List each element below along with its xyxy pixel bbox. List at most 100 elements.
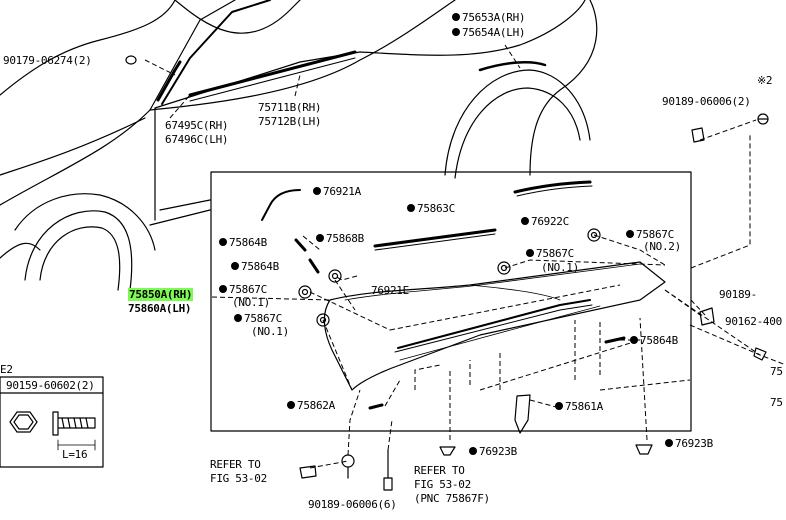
label-75654[interactable]: 75654A(LH) (452, 26, 526, 39)
label-75864B-3[interactable]: 75864B (630, 335, 678, 347)
label-75867C-no1-right[interactable]: 75867C (526, 248, 574, 260)
callout-dot (219, 238, 227, 246)
part-75863C (373, 228, 497, 248)
label-text: 75862A (297, 399, 335, 412)
arch-moulding (478, 61, 547, 72)
label-75864B-2[interactable]: 75864B (231, 261, 279, 273)
inset-box (0, 376, 104, 468)
label-text: 75867C (636, 228, 674, 241)
callout-dot (407, 204, 415, 212)
car-sill-line (149, 209, 211, 226)
car-hood-line (0, 109, 151, 206)
label-76923B-2[interactable]: 76923B (665, 438, 713, 450)
label-75864B-1[interactable]: 75864B (219, 237, 267, 249)
car-front-wheel-inner (39, 226, 121, 291)
label-75867C-left1[interactable]: 75867C (219, 284, 267, 296)
label-90179[interactable]: 90179-06274(2) (3, 54, 92, 67)
label-text: 75654A(LH) (462, 26, 526, 39)
part-75864B-2 (308, 258, 320, 274)
label-text: 75863C (417, 202, 455, 215)
label-90189-right[interactable]: 90189- (719, 288, 757, 301)
label-refer1-b[interactable]: FIG 53-02 (210, 472, 267, 485)
label-text: 75864B (241, 260, 279, 273)
label-75861A[interactable]: 75861A (555, 401, 603, 413)
label-mark2: ※2 (757, 74, 773, 87)
label-75-r1[interactable]: 75 (770, 365, 783, 378)
car-rear-wheel-arch-inner (454, 87, 581, 179)
car-rear-wheel-arch (444, 69, 591, 176)
label-75850A[interactable]: 75850A(RH) (128, 288, 194, 301)
label-refer1-a: REFER TO (210, 458, 261, 471)
callout-dot (626, 230, 634, 238)
car-upper-line2 (0, 0, 176, 96)
label-75863C[interactable]: 75863C (407, 203, 455, 215)
pillar-trim (156, 60, 182, 102)
detail-box (210, 171, 692, 432)
label-refer2-a: REFER TO (414, 464, 465, 477)
car-rear-side (359, 0, 586, 56)
callout-dot (313, 187, 321, 195)
label-76921A[interactable]: 76921A (313, 186, 361, 198)
rocker-moulding (323, 261, 666, 391)
label-75653[interactable]: 75653A(RH) (452, 11, 526, 24)
label-90189-top[interactable]: 90189-06006(2) (662, 95, 751, 108)
car-a-pillar (149, 0, 236, 111)
label-refer2-c: (PNC 75867F) (414, 492, 490, 505)
label-text: 76922C (531, 215, 569, 228)
label-67496[interactable]: 67496C(LH) (165, 133, 229, 146)
label-text: 75653A(RH) (462, 11, 526, 24)
label-text: 76923B (479, 445, 517, 458)
callout-dot (231, 262, 239, 270)
callout-dot (316, 234, 324, 242)
label-90189-bottom[interactable]: 90189-06006(6) (308, 498, 397, 511)
part-76921A (261, 189, 301, 221)
car-lower-body (0, 242, 41, 259)
label-75862A[interactable]: 75862A (287, 400, 335, 412)
label-67495[interactable]: 67495C(RH) (165, 119, 229, 132)
label-l16: L=16 (62, 448, 88, 461)
callout-dot (219, 285, 227, 293)
label-75867C-left2[interactable]: 75867C (234, 313, 282, 325)
label-text: 75864B (640, 334, 678, 347)
car-front-wheel-arch (14, 193, 156, 251)
label-text: 75867C (229, 283, 267, 296)
part-75864B-1 (294, 238, 307, 252)
part-75862A (368, 403, 384, 410)
label-text: 75861A (565, 400, 603, 413)
label-75711[interactable]: 75711B(RH) (258, 101, 322, 114)
callout-dot (452, 13, 460, 21)
label-75868B[interactable]: 75868B (316, 233, 364, 245)
callout-dot (452, 28, 460, 36)
label-90159[interactable]: 90159-60602(2) (6, 379, 95, 392)
label-refer2-b[interactable]: FIG 53-02 (414, 478, 471, 491)
label-76921E[interactable]: 76921E (371, 284, 409, 297)
callout-dot (287, 401, 295, 409)
car-side-line (159, 199, 211, 211)
callout-dot (469, 447, 477, 455)
car-front-wheel (24, 210, 133, 291)
label-text: 75867C (536, 247, 574, 260)
label-90162[interactable]: 90162-400 (725, 315, 782, 328)
callout-dot (521, 217, 529, 225)
label-75867C-no2[interactable]: 75867C (626, 229, 674, 241)
callout-dot (630, 336, 638, 344)
label-75-r2[interactable]: 75 (770, 396, 783, 409)
callout-dot (234, 314, 242, 322)
part-76922C (513, 180, 592, 194)
label-e2: E2 (0, 363, 13, 376)
part-75864B-3 (604, 336, 626, 344)
label-75712[interactable]: 75712B(LH) (258, 115, 322, 128)
label-no1-left2: (NO.1) (251, 325, 289, 338)
callout-dot (665, 439, 673, 447)
label-76923B-1[interactable]: 76923B (469, 446, 517, 458)
label-text: 76921A (323, 185, 361, 198)
highlighted-part-number: 75850A(RH) (128, 288, 194, 301)
label-no2: (NO.2) (643, 240, 681, 253)
label-text: 76923B (675, 437, 713, 450)
label-no1-right: (NO.1) (541, 261, 579, 274)
car-front-bumper (0, 117, 146, 176)
label-76922C[interactable]: 76922C (521, 216, 569, 228)
label-text: 75864B (229, 236, 267, 249)
label-75860A[interactable]: 75860A(LH) (128, 302, 192, 315)
